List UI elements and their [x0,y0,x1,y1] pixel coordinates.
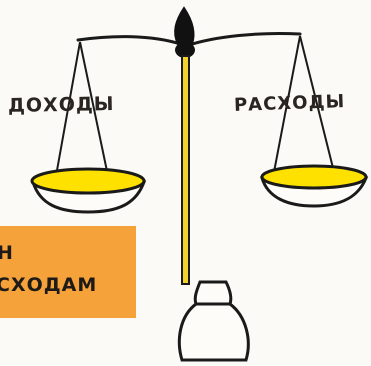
expenses-label: РАСХОДЫ [234,91,346,116]
right-pan [262,166,366,206]
sticker-text-line-2: СХОДАМ [0,274,97,296]
orange-sticker: Н СХОДАМ [0,226,136,318]
scale-finial [175,8,193,44]
central-pole [182,56,189,284]
income-label: ДОХОДЫ [8,93,115,117]
left-pan [32,169,144,212]
scale-base [179,282,248,360]
sticker-text-line-1: Н [0,242,14,264]
